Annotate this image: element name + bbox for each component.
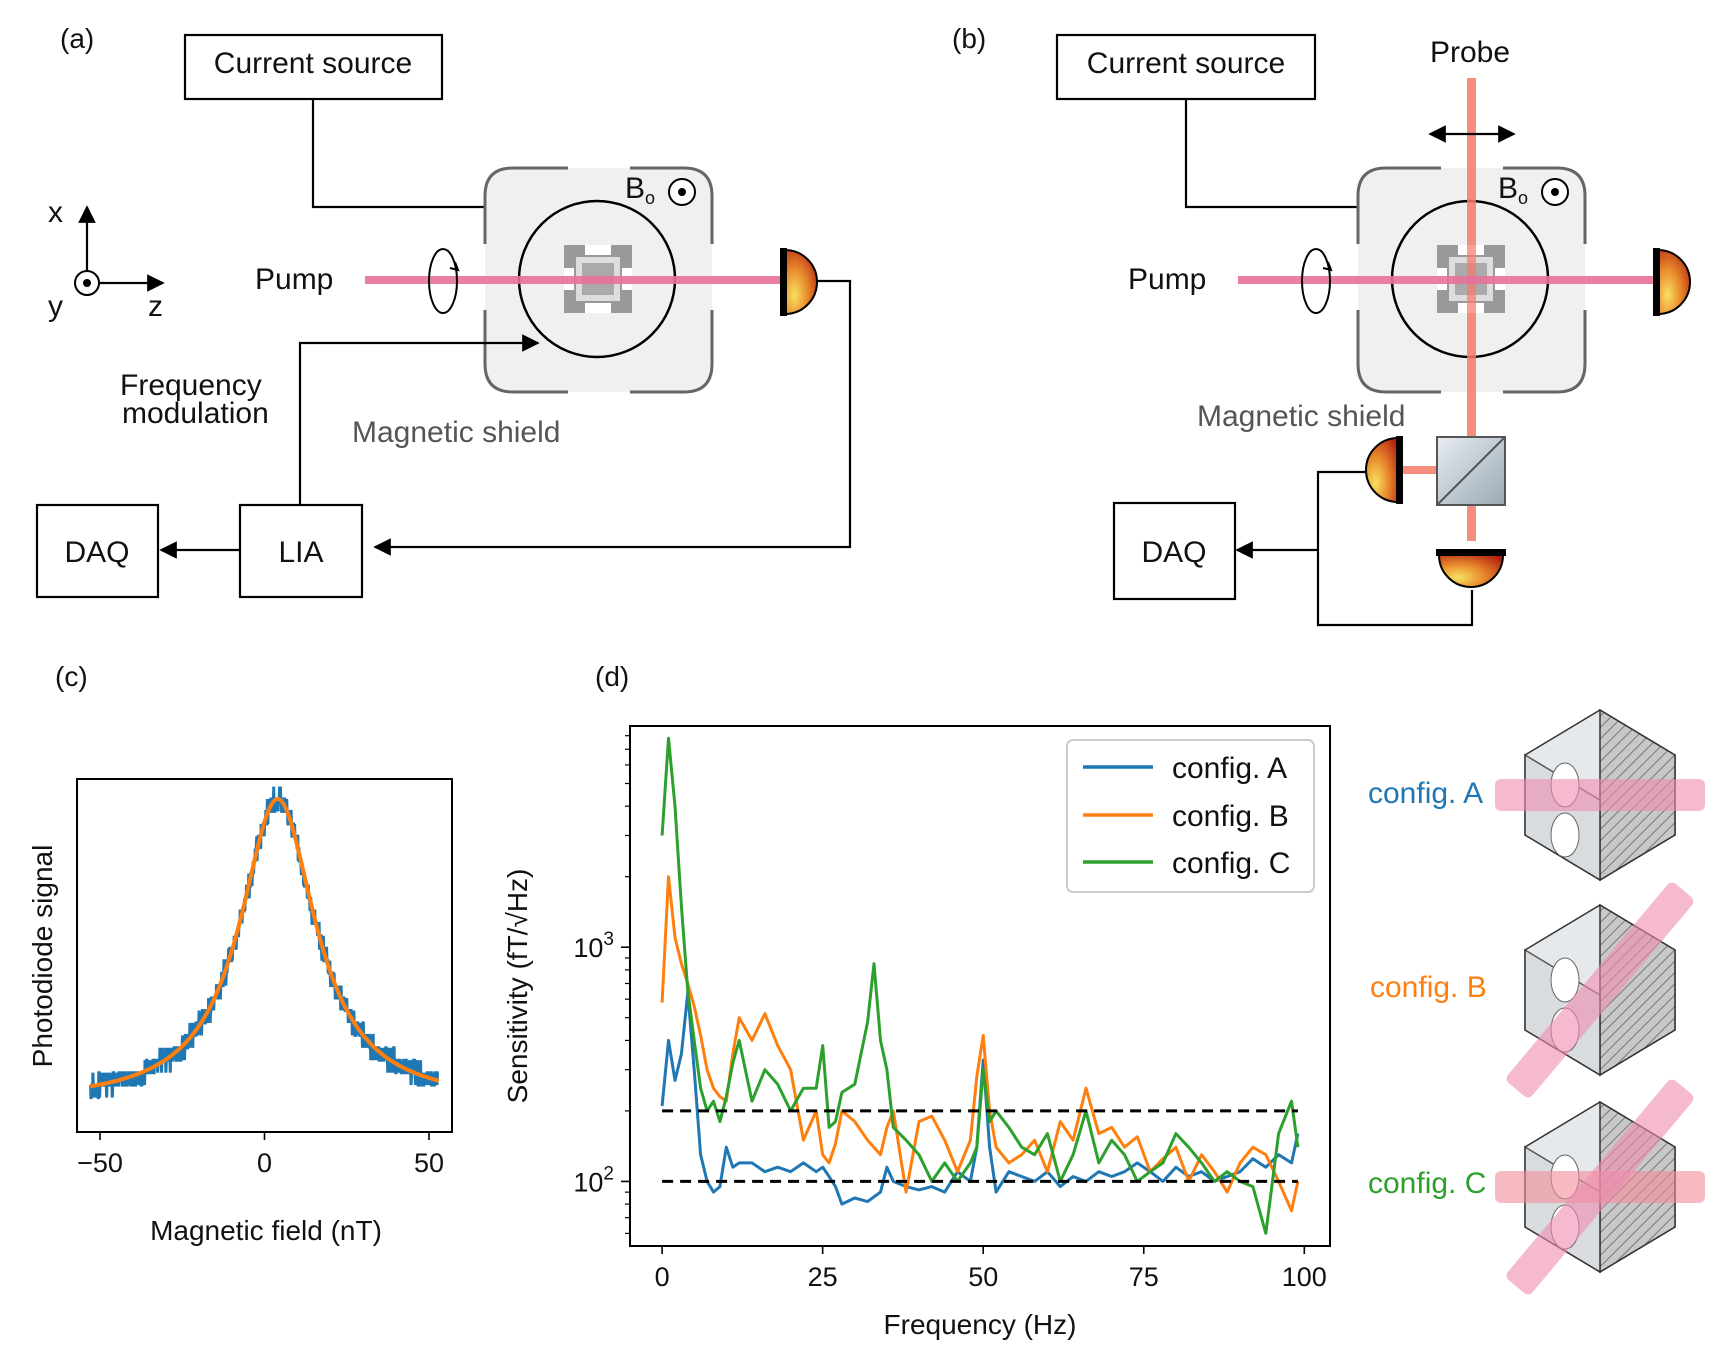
lia-label: LIA [278, 536, 323, 569]
b0-label-b: Bo [1498, 172, 1528, 208]
current-source-box-b [1055, 33, 1317, 101]
plot-c-series [89, 786, 440, 1100]
pump-label-b: Pump [1128, 263, 1206, 296]
plot-d-xtick-label: 50 [968, 1262, 998, 1292]
legend-label-a: config. A [1172, 752, 1287, 785]
plot-c-xlabel: Magnetic field (nT) [150, 1215, 382, 1246]
plot-d-xtick-label: 100 [1282, 1262, 1327, 1292]
axis-z-label: z [148, 290, 163, 323]
beam-splitter-icon [1436, 436, 1506, 506]
circular-polarization-icon-b [1301, 248, 1333, 314]
panel-c: (c) −50 0 50 Magnetic field (nT) Photodiod… [27, 661, 453, 1246]
magnetic-shield-label: Magnetic shield [352, 416, 560, 449]
daq-box [35, 503, 160, 599]
plot-c-xtick-label: 50 [414, 1148, 444, 1178]
current-source-label-b: Current source [1087, 47, 1285, 80]
probe-label: Probe [1430, 36, 1510, 69]
config-a-label: config. A [1368, 777, 1483, 810]
photodiode-icon [780, 248, 818, 316]
current-source-wire [311, 99, 555, 209]
plot-c-xtick-label: 0 [257, 1148, 272, 1178]
plot-d-ticks: 0 25 50 75 100 102 103 [573, 735, 1327, 1292]
panel-a: (a) Current source Pump Bo [35, 23, 852, 599]
plot-d-ytick-label: 102 [573, 1163, 614, 1197]
panel-d: (d) 0 25 50 75 100 102 103 Frequency (Hz) Sens… [502, 661, 1331, 1340]
legend-label-c: config. C [1172, 847, 1290, 880]
plot-d-legend: config. A config. B config. C [1066, 739, 1315, 893]
panel-d-label: (d) [595, 661, 629, 692]
plot-d-xlabel: Frequency (Hz) [884, 1309, 1077, 1340]
legend-label-b: config. B [1172, 800, 1289, 833]
daq-box-b [1112, 501, 1237, 601]
daq-label: DAQ [64, 536, 129, 569]
modulation-wire [298, 334, 540, 505]
current-source-box [183, 33, 444, 101]
plot-d-ylabel: Sensitivity (fT/√Hz) [502, 869, 533, 1104]
coordinate-axes: x y z [48, 196, 165, 323]
current-source-wire-b [1184, 99, 1430, 209]
panel-a-label: (a) [60, 23, 94, 54]
plot-d-ytick-label: 103 [573, 929, 614, 963]
config-c-label: config. C [1368, 1167, 1486, 1200]
config-b-label: config. B [1370, 971, 1487, 1004]
pump-label: Pump [255, 263, 333, 296]
series-photodiode-data [89, 786, 439, 1100]
shield-outline-b [1356, 166, 1587, 394]
plot-d-xtick-label: 75 [1129, 1262, 1159, 1292]
daq-label-b: DAQ [1141, 536, 1206, 569]
pump-beam-b [1238, 276, 1656, 284]
series-lorentzian-fit [89, 796, 440, 1089]
circular-polarization-icon [428, 248, 460, 314]
magnetic-shield-label-b: Magnetic shield [1197, 400, 1405, 433]
photodiode-to-lia-wire [373, 279, 852, 556]
b0-label: Bo [625, 172, 655, 208]
plot-c-xticks: −50 0 50 [77, 1132, 444, 1178]
photodiode-icon-reflected [1365, 436, 1403, 504]
series-config-a [660, 991, 1300, 1206]
plot-d-xtick-label: 25 [808, 1262, 838, 1292]
detector-wire [1316, 470, 1474, 627]
plot-d-xtick-label: 0 [655, 1262, 670, 1292]
axis-x-label: x [48, 196, 63, 229]
lia-box [238, 503, 364, 599]
frequency-modulation-label-2: modulation [122, 397, 269, 430]
plot-d-series [660, 736, 1300, 1235]
panel-b-label: (b) [952, 23, 986, 54]
config-c-cube-icon [1495, 1079, 1705, 1295]
config-illustrations: config. A config. B config. C [1368, 708, 1705, 1295]
plot-c-xtick-label: −50 [77, 1148, 123, 1178]
frequency-modulation-label-1: Frequency [120, 369, 262, 402]
config-a-cube-icon [1495, 708, 1705, 882]
photodiode-icon-transmitted [1436, 549, 1506, 588]
panel-b: (b) Current source Probe Pump Bo [952, 23, 1691, 627]
config-b-cube-icon [1506, 882, 1694, 1098]
series-config-c [660, 736, 1300, 1235]
photodiode-icon-pump [1653, 248, 1691, 316]
current-source-label: Current source [214, 47, 412, 80]
pump-beam [365, 276, 785, 284]
plot-c-ylabel: Photodiode signal [27, 845, 58, 1068]
shield-outline [483, 166, 714, 394]
panel-c-label: (c) [55, 661, 88, 692]
axis-y-label: y [48, 290, 63, 323]
